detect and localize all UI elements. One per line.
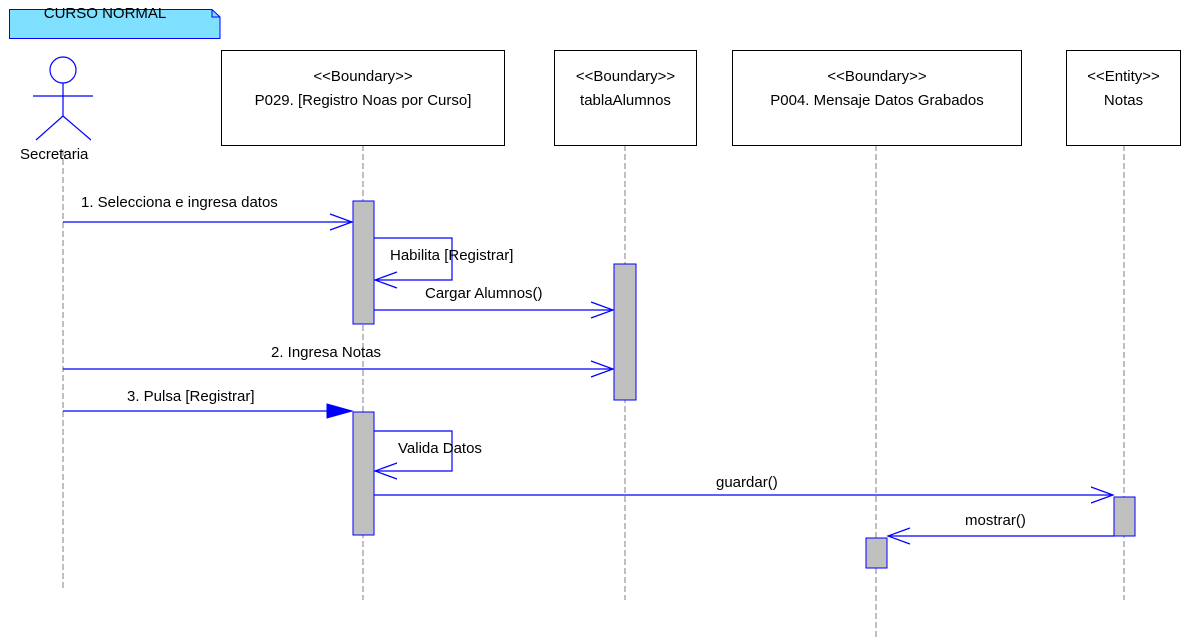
frame-tag [9, 9, 221, 39]
object-stereotype: <<Boundary>> [827, 68, 927, 85]
activation-bar [613, 263, 637, 401]
activation-bar [865, 537, 888, 569]
message-label: Habilita [Registrar] [390, 247, 514, 264]
object-box-notas: <<Entity>> Notas [1066, 50, 1181, 146]
actor-label: Secretaria [20, 146, 89, 163]
object-name: Notas [1103, 92, 1144, 109]
activation-bar [352, 411, 375, 536]
message-label: Cargar Alumnos() [425, 285, 543, 302]
message-arrow [374, 237, 453, 281]
object-stereotype: <<Entity>> [1087, 68, 1160, 85]
message-label: mostrar() [965, 512, 1026, 529]
object-stereotype: <<Boundary>> [575, 68, 676, 85]
object-stereotype: <<Boundary>> [313, 68, 413, 85]
object-box-tabla-alumnos: <<Boundary>> tablaAlumnos [554, 50, 697, 146]
object-box-p029: <<Boundary>> P029. [Registro Noas por Cu… [221, 50, 505, 146]
activation-bar [352, 200, 375, 325]
message-label: guardar() [716, 474, 778, 491]
activation-bar [1113, 496, 1136, 537]
message-label: Valida Datos [398, 440, 482, 457]
object-box-p004: <<Boundary>> P004. Mensaje Datos Grabado… [732, 50, 1022, 146]
message-label: 3. Pulsa [Registrar] [127, 388, 255, 405]
frame-label: CURSO NORMAL [43, 5, 167, 22]
actor-icon [33, 56, 93, 141]
object-name: P004. Mensaje Datos Grabados [770, 92, 984, 109]
message-label: 2. Ingresa Notas [271, 344, 382, 361]
object-name: P029. [Registro Noas por Curso] [254, 92, 472, 109]
message-label: 1. Selecciona e ingresa datos [81, 194, 278, 211]
object-name: tablaAlumnos [580, 92, 671, 109]
message-arrow [374, 430, 453, 472]
